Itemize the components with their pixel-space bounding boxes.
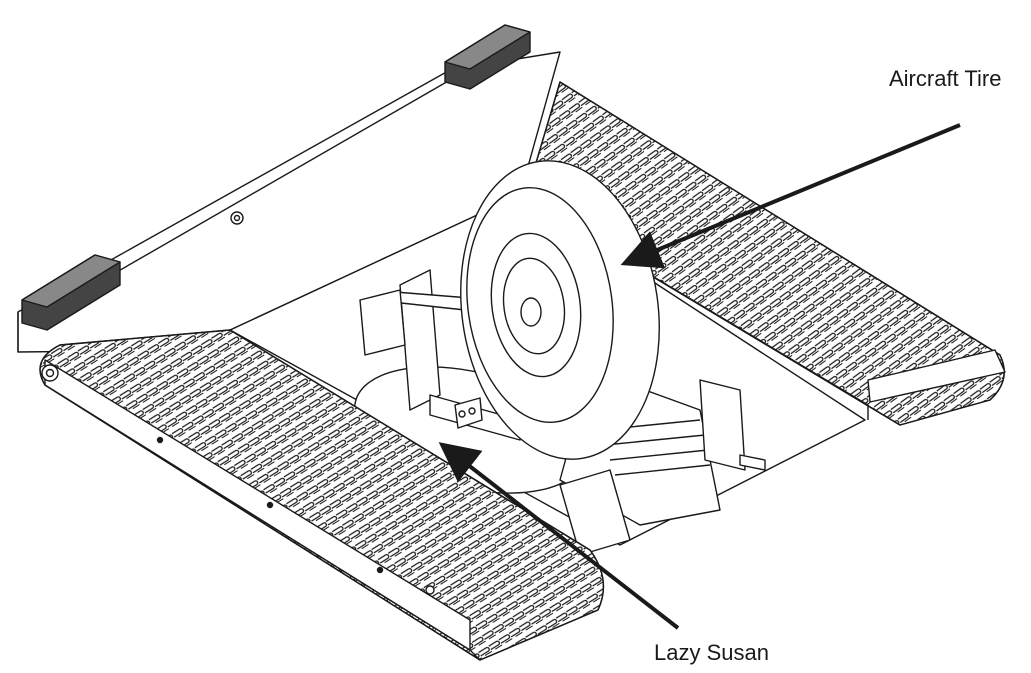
- bumper-rear-left: [21, 254, 121, 331]
- aircraft-tire: [460, 160, 660, 460]
- bumper-rear-right: [444, 24, 531, 90]
- left-track: [39, 329, 605, 661]
- right-track: [524, 81, 1006, 426]
- tire-leader-arrow: [620, 123, 961, 269]
- aircraft-tire-label: Aircraft Tire: [889, 66, 1002, 91]
- lazy-susan-label: Lazy Susan: [654, 640, 769, 665]
- lazy-susan-leader-arrow: [438, 442, 680, 630]
